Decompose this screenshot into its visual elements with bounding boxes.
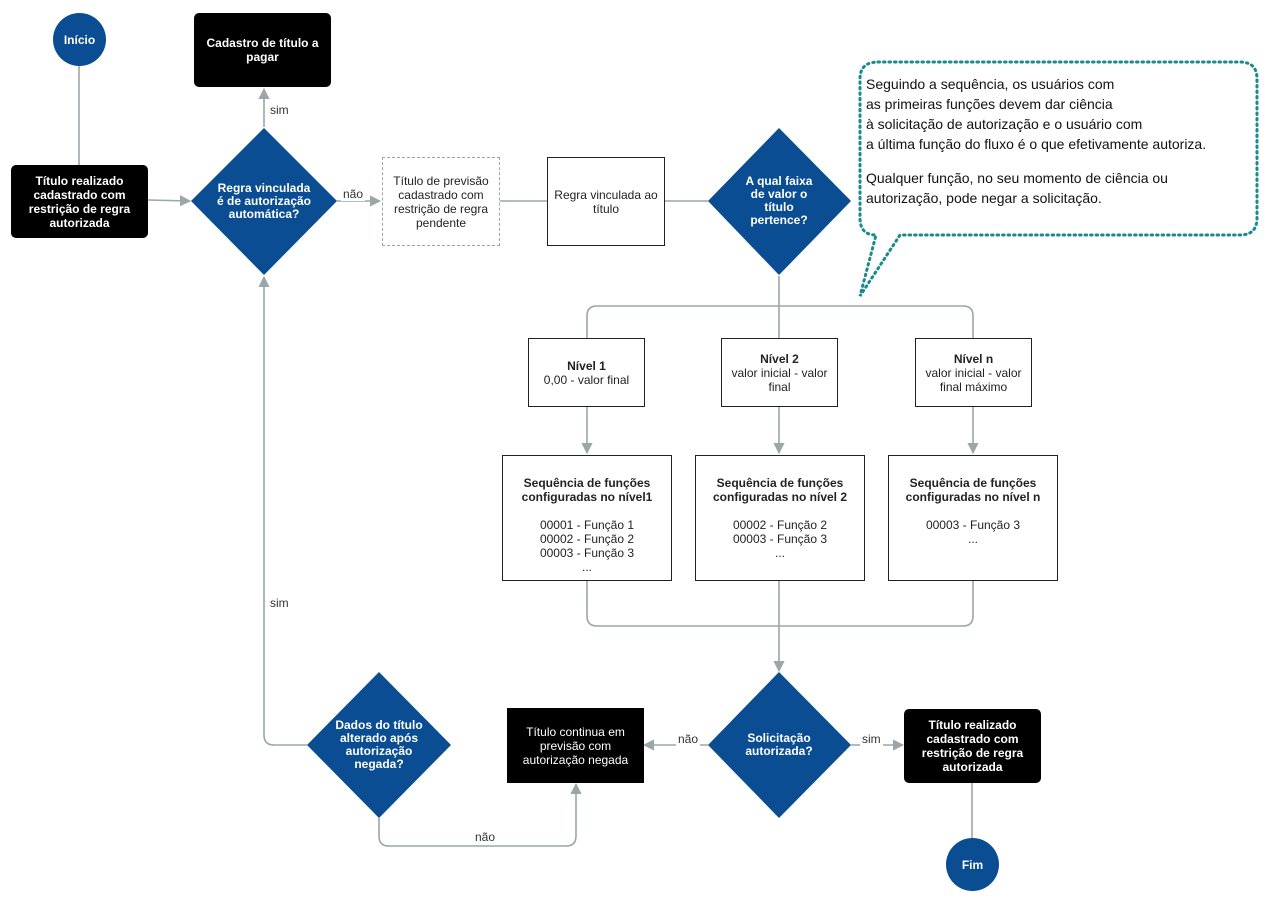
callout-line: autorização, pode negar a solicitação. — [866, 190, 1102, 206]
edge-dados-continua — [378, 782, 582, 847]
nivel2-range: valor inicial - valor final — [731, 365, 828, 394]
callout-line: Seguindo a sequência, os usuários com — [866, 76, 1115, 92]
edge-split-nivel1 — [586, 305, 779, 338]
callout-line: Qualquer função, no seu momento de ciênc… — [866, 170, 1168, 186]
titulo-realizado-box-bottom: Título realizado cadastrado com restriçã… — [904, 709, 1041, 783]
seqn-title: Sequência de funções configuradas no nív… — [905, 476, 1041, 504]
decision-faixa-valor — [708, 128, 851, 275]
seq1-line: 00002 - Função 2 — [539, 532, 635, 546]
seq2-box: Sequência de funções configuradas no nív… — [695, 455, 865, 581]
seq1-line: ... — [581, 560, 592, 574]
edge-label-nao-right: não — [341, 187, 366, 201]
seq1-line: 00001 - Função 1 — [539, 518, 635, 532]
regra-automatica-label: Regra vinculada é de autorização automát… — [216, 180, 312, 221]
callout-line: a última função do fluxo é o que efetiva… — [866, 136, 1207, 152]
edge-titulo-regra — [147, 195, 192, 207]
nivel1-box: Nível 1 0,00 - valor final — [528, 338, 645, 407]
seq2-line: ... — [774, 546, 785, 560]
seq1-line: 00003 - Função 3 — [539, 546, 635, 560]
callout-line: à solicitação de autorização e o usuário… — [866, 116, 1143, 132]
edge-label-nao-solic: não — [676, 732, 701, 746]
faixa-valor-label: A qual faixa de valor o título pertence? — [745, 174, 813, 227]
seq2-list: 00002 - Função 2 00003 - Função 3 ... — [733, 518, 827, 560]
titulo-realizado-box-top: Título realizado cadastrado com restriçã… — [11, 165, 148, 238]
seq2-title: Sequência de funções configuradas no nív… — [712, 476, 848, 504]
dados-alterado-label: Dados do título alterado após autorizaçã… — [335, 718, 423, 771]
seqn-line: 00003 - Função 3 — [925, 518, 1021, 532]
nivel1-range: 0,00 - valor final — [543, 372, 630, 387]
seqn-list: 00003 - Função 3 ... — [926, 518, 1020, 546]
nivel1-title: Nível 1 — [567, 358, 606, 373]
seqn-box: Sequência de funções configuradas no nív… — [888, 455, 1058, 581]
nivel2-box: Nível 2 valor inicial - valor final — [721, 338, 838, 407]
edge-dados-regra — [258, 275, 307, 746]
start-node: Início — [53, 13, 106, 66]
decision-solicitacao — [708, 672, 851, 818]
edge-seqn-merge — [779, 581, 974, 627]
edge-label-sim-left: sim — [268, 596, 291, 610]
nivel2-title: Nível 2 — [760, 351, 799, 366]
niveln-box: Nível n valor inicial - valor final máxi… — [915, 338, 1032, 407]
titulo-continua-box: Título continua em previsão com autoriza… — [507, 708, 644, 783]
cadastro-titulo-box: Cadastro de título a pagar — [194, 13, 331, 87]
edge-split-niveln — [779, 305, 974, 338]
niveln-range: valor inicial - valor final máximo — [925, 365, 1022, 394]
callout-line: as primeiras funções devem dar ciência — [866, 96, 1113, 112]
seq2-line: 00003 - Função 3 — [732, 532, 828, 546]
regra-vinculada-box: Regra vinculada ao título — [547, 157, 665, 246]
seq1-box: Sequência de funções configuradas no nív… — [502, 455, 672, 581]
callout-bubble — [858, 60, 1259, 297]
decision-dados-alterado — [307, 672, 451, 818]
callout-text: Seguindo a sequência, os usuários com as… — [866, 74, 1256, 208]
seq2-line: 00002 - Função 2 — [732, 518, 828, 532]
end-node: Fim — [946, 838, 999, 891]
decision-regra-automatica — [191, 128, 337, 275]
titulo-previsao-box: Título de previsão cadastrado com restri… — [382, 157, 500, 246]
seqn-line: ... — [967, 532, 978, 546]
edge-label-sim-top: sim — [268, 103, 291, 117]
edge-seq1-merge — [586, 581, 779, 627]
solicitacao-label: Solicitação autorizada? — [745, 731, 813, 758]
edge-label-nao-bottom: não — [473, 830, 498, 844]
seq1-title: Sequência de funções configuradas no nív… — [521, 476, 653, 504]
seq1-list: 00001 - Função 1 00002 - Função 2 00003 … — [540, 518, 634, 574]
niveln-title: Nível n — [953, 351, 994, 366]
edge-label-sim-solic: sim — [860, 732, 883, 746]
